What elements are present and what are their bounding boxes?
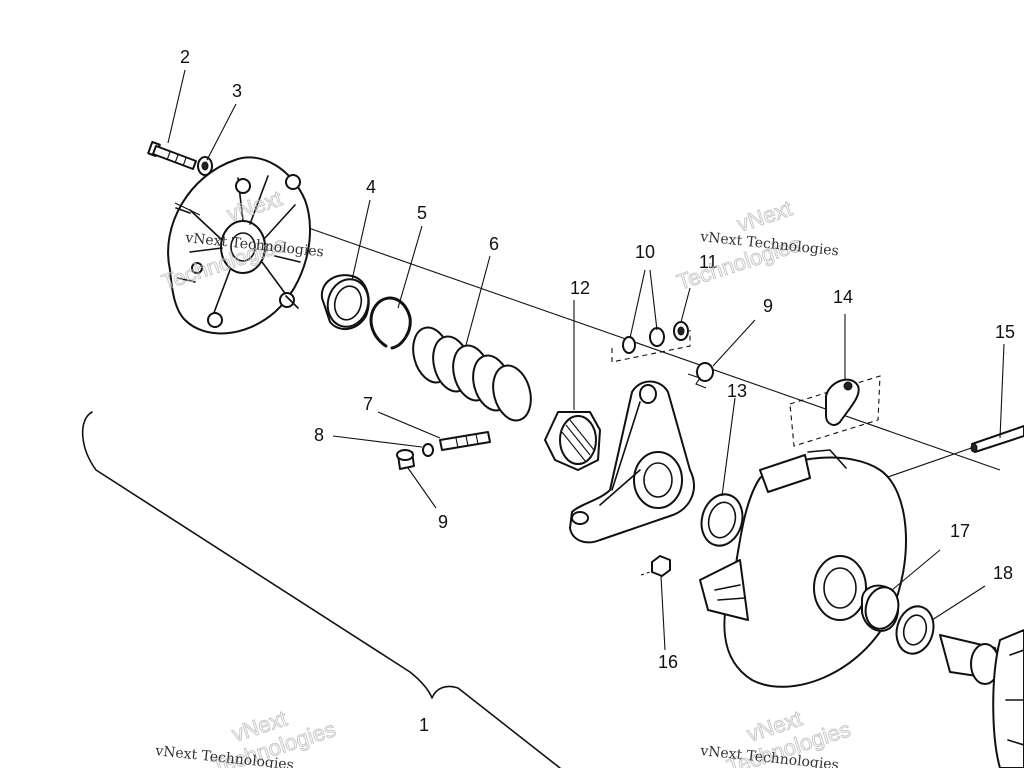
callout-7: 7 <box>363 394 373 414</box>
callout-9-upper: 9 <box>763 296 773 316</box>
callout-9-lower: 9 <box>438 512 448 532</box>
callout-15: 15 <box>995 322 1015 342</box>
svg-text:vNext: vNext <box>734 196 795 237</box>
part-sheave <box>699 449 907 688</box>
part-shaft <box>939 629 1024 768</box>
part-bolt <box>147 140 197 170</box>
part-clip <box>789 375 881 447</box>
axis-line <box>299 224 1001 471</box>
assembly-bracket <box>81 411 561 768</box>
part-spring <box>412 326 532 422</box>
leader-plate <box>174 202 201 216</box>
part-spider-arm <box>569 380 695 544</box>
part-thrust-washer <box>700 493 744 547</box>
part-roller-lower <box>396 449 415 470</box>
part-spider <box>544 411 601 471</box>
part-washer <box>197 156 213 176</box>
callout-13: 13 <box>727 381 747 401</box>
part-nut <box>640 555 671 577</box>
callout-1: 1 <box>419 715 429 735</box>
leader-lines <box>167 69 1005 651</box>
callout-12: 12 <box>570 278 590 298</box>
callout-10: 10 <box>635 242 655 262</box>
callout-18: 18 <box>993 563 1013 583</box>
part-bushing-17 <box>861 584 900 632</box>
part-hardware-set <box>611 321 691 363</box>
part-roller-upper <box>696 362 714 382</box>
callout-8: 8 <box>314 425 324 445</box>
watermark-top-right: vNext Technologies vNext Technologies <box>673 195 839 295</box>
callout-16: 16 <box>658 652 678 672</box>
part-pin <box>439 431 491 451</box>
callout-4: 4 <box>366 177 376 197</box>
callout-17: 17 <box>950 521 970 541</box>
part-small-pin <box>422 443 434 457</box>
watermark-bottom-left: vNext Technologies vNext Technologies <box>154 705 340 768</box>
callout-5: 5 <box>417 203 427 223</box>
part-washer-18 <box>895 605 935 655</box>
watermark-bottom-right: vNext Technologies vNext Technologies <box>699 705 855 768</box>
part-cover-plate <box>167 156 312 335</box>
callout-14: 14 <box>833 287 853 307</box>
callout-2: 2 <box>180 47 190 67</box>
callout-6: 6 <box>489 234 499 254</box>
leader-zigzag <box>687 373 707 389</box>
part-bushing <box>320 274 370 331</box>
callout-3: 3 <box>232 81 242 101</box>
part-snap-ring <box>369 296 412 350</box>
callout-11: 11 <box>699 252 718 272</box>
part-rod <box>970 425 1024 453</box>
